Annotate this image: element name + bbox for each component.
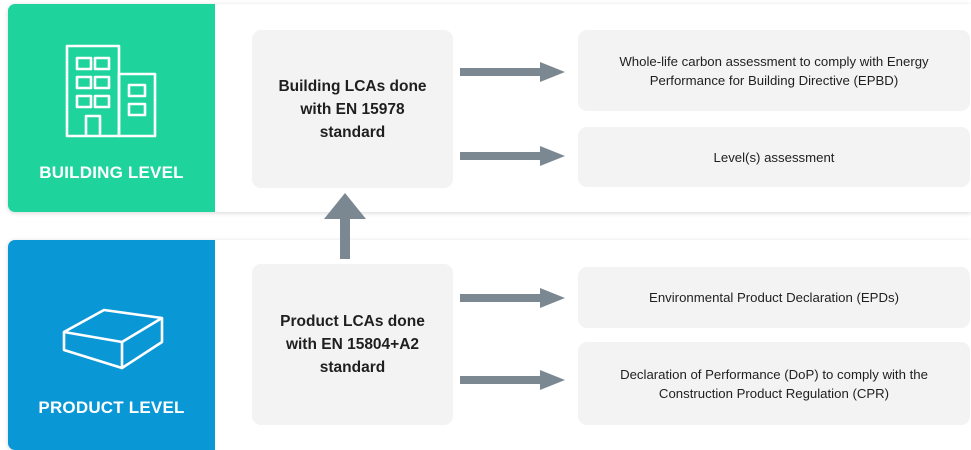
building-lca-line: Building LCAs done (278, 77, 427, 95)
building-lca-line: with EN 15978 (300, 100, 405, 118)
product-lca-text: Product LCAs done with EN 15804+A2 stand… (280, 310, 425, 379)
building-output-text: Level(s) assessment (713, 149, 835, 165)
up-arrow-icon (324, 193, 366, 259)
brick-icon (62, 308, 164, 370)
product-output-text: Declaration of Performance (DoP) to comp… (620, 366, 928, 401)
building-level-tile: BUILDING LEVEL (8, 4, 215, 212)
product-lca-line: standard (319, 359, 386, 376)
product-lca-box: Product LCAs done with EN 15804+A2 stand… (252, 264, 453, 425)
building-lca-line: standard (319, 123, 386, 141)
right-arrow-icon (460, 62, 565, 82)
building-icon (65, 44, 157, 138)
product-level-title: PRODUCT LEVEL (38, 398, 185, 417)
right-arrow-icon (460, 146, 565, 166)
building-level-panel: BUILDING LEVEL Building LCAs done with E… (8, 4, 971, 212)
product-output-text: Environmental Product Declaration (EPDs) (649, 290, 899, 305)
building-output-text: Whole-life carbon assessment to comply w… (619, 53, 929, 88)
building-output-box: Level(s) assessment (578, 127, 970, 187)
product-output-box: Declaration of Performance (DoP) to comp… (578, 342, 970, 425)
product-output-box: Environmental Product Declaration (EPDs) (578, 267, 970, 328)
product-lca-line: Product LCAs done (280, 313, 425, 330)
building-level-title: BUILDING LEVEL (39, 163, 184, 182)
building-lca-box: Building LCAs done with EN 15978 standar… (252, 30, 453, 188)
product-level-tile: PRODUCT LEVEL (8, 240, 215, 450)
right-arrow-icon (460, 288, 565, 308)
product-level-panel: PRODUCT LEVEL Product LCAs done with EN … (8, 240, 971, 450)
product-lca-line: with EN 15804+A2 (285, 336, 420, 353)
right-arrow-icon (460, 370, 565, 390)
building-output-box: Whole-life carbon assessment to comply w… (578, 30, 970, 111)
building-lca-text: Building LCAs done with EN 15978 standar… (278, 75, 426, 144)
